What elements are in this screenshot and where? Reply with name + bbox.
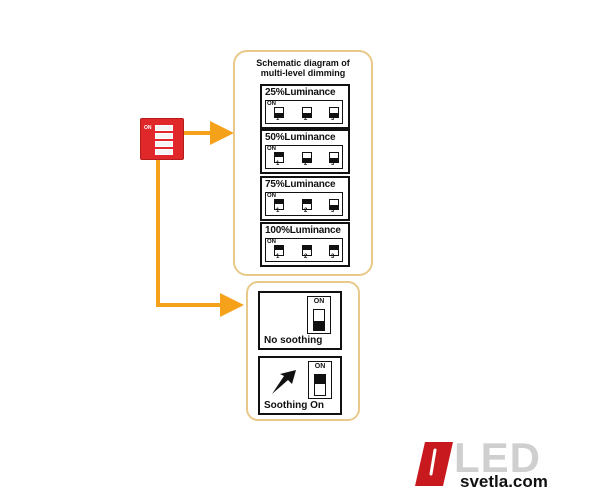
soothing-panel: ON No soothing ON Soothing On [246,281,360,421]
on-label: ON [267,101,276,107]
red-dip-lever [155,133,173,139]
switch-number: 2 [304,254,308,260]
no-soothing-box: ON No soothing [258,291,342,350]
luminance-box-25: 25%Luminance ON 1 2 3 [260,84,350,129]
dip-switch-3 [329,107,339,118]
switch-number: 3 [331,208,335,214]
arrow-pointer-icon [272,370,296,394]
dip-switch-1 [274,152,284,163]
luminance-box-50: 50%Luminance ON 1 2 3 [260,129,350,174]
dip-switch-1 [274,107,284,118]
dip-switch-2 [302,107,312,118]
logo-subtext: svetla.com [460,472,548,491]
dip-switch-2 [302,245,312,256]
no-soothing-label: No soothing [264,335,323,346]
luminance-box-100: 100%Luminance ON 1 2 3 [260,222,350,267]
dip-switch-1 [274,199,284,210]
dip-switch-group: ON 1 2 3 [265,238,343,262]
switch-number: 3 [331,116,335,122]
luminance-label: 100%Luminance [265,225,341,236]
dip-switch-2 [302,199,312,210]
switch-number: 1 [276,116,280,122]
dip-switch-group: ON 1 2 3 [265,100,343,124]
luminance-label: 25%Luminance [265,87,336,98]
red-dip-lever [155,125,173,131]
dip-switch-3 [329,245,339,256]
luminance-label: 50%Luminance [265,132,336,143]
arrow-to-soothing-panel [156,158,244,317]
switch-number: 2 [304,208,308,214]
switch-number: 2 [304,116,308,122]
dip-switch-group: ON 1 2 3 [265,192,343,216]
dip-switch-1 [274,245,284,256]
switch-number: 3 [331,161,335,167]
on-label: ON [267,193,276,199]
dimming-panel-title-line2: multi-level dimming [260,68,346,78]
red-dip-on-label: ON [144,125,152,131]
switch-number: 1 [276,208,280,214]
luminance-label: 75%Luminance [265,179,336,190]
dip-switch-3 [329,152,339,163]
switch-number: 3 [331,254,335,260]
on-label: ON [313,298,325,305]
on-label: ON [314,363,326,370]
on-label: ON [267,239,276,245]
switch-number: 2 [304,161,308,167]
dip-switch-group: ON 1 2 3 [265,145,343,169]
on-label: ON [267,146,276,152]
luminance-box-75: 75%Luminance ON 1 2 3 [260,176,350,221]
soothing-on-box: ON Soothing On [258,356,342,415]
switch-number: 1 [276,254,280,260]
dimming-panel-title-line1: Schematic diagram of [256,58,350,68]
soothing-switch-off: ON [307,296,331,334]
red-dip-lever [155,149,173,155]
red-dip-lever [155,141,173,147]
led-logo-mark [415,442,453,486]
dip-switch-2 [302,152,312,163]
switch-number: 1 [276,161,280,167]
dip-switch-3 [329,199,339,210]
red-dip-switch: ON [140,118,184,160]
logo-text: LED [454,434,541,481]
dimming-panel: Schematic diagram of multi-level dimming… [233,50,373,276]
soothing-switch-on: ON [308,361,332,399]
soothing-on-label: Soothing On [264,400,324,411]
